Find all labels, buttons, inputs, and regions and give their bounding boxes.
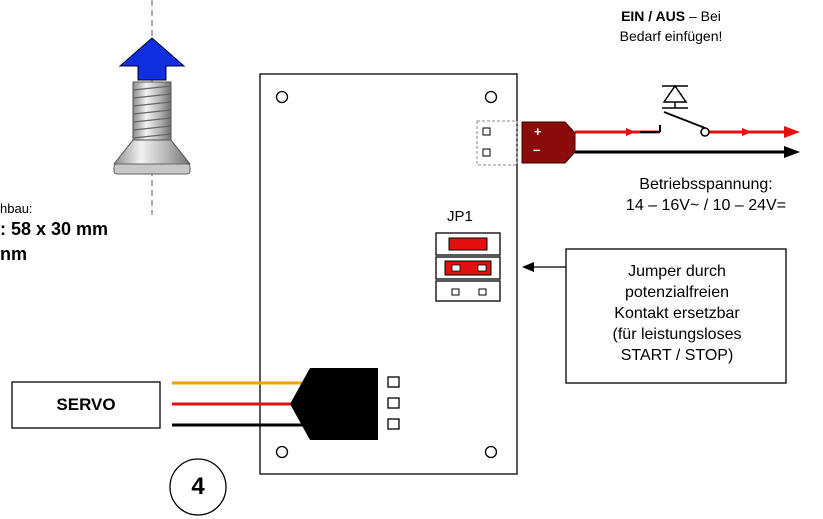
mounting-depth: nm	[0, 244, 27, 264]
step-number: 4	[191, 473, 205, 500]
switch-label: EIN / AUS – Bei Bedarf einfügen!	[596, 6, 746, 46]
jumper-note-line: Kontakt ersetzbar	[614, 305, 740, 322]
jumper-callout-box	[565, 248, 787, 384]
jumper-note: Jumper durch potenzialfreien Kontakt ers…	[572, 261, 782, 366]
servo-wires	[172, 381, 310, 427]
servo-label: SERVO	[56, 395, 116, 414]
on-off-switch	[662, 84, 710, 137]
jumper-note-line: (für leistungsloses	[612, 326, 742, 343]
jumper-note-line: START / STOP)	[620, 347, 734, 364]
power-plus-wire	[575, 125, 800, 138]
supply-label: Betriebsspannung: 14 – 16V~ / 10 – 24V=	[596, 174, 816, 216]
jp1-jumper-block	[435, 232, 501, 302]
step-number-circle	[169, 458, 227, 516]
countersunk-screw	[112, 81, 192, 175]
mounting-dimensions: : 58 x 30 mm	[0, 219, 109, 239]
plus-sign: +	[534, 124, 542, 139]
insert-direction-arrow	[118, 37, 186, 81]
servo-connector	[290, 368, 400, 440]
jumper-note-line: Jumper durch	[628, 263, 726, 280]
power-terminal-pads	[476, 120, 518, 166]
servo-label-box	[11, 381, 161, 429]
switch-title: EIN / AUS	[621, 8, 686, 24]
switch-note: Bedarf einfügen!	[619, 28, 723, 44]
switch-title-rest: – Bei	[685, 8, 721, 24]
minus-sign: –	[533, 142, 541, 157]
power-minus-wire	[575, 146, 800, 158]
supply-title: Betriebsspannung:	[639, 176, 773, 193]
jp1-label: JP1	[447, 208, 473, 225]
power-connector-plug	[521, 121, 576, 164]
jumper-note-line: potenzialfreien	[624, 284, 730, 301]
mounting-caption: hbau:	[0, 201, 33, 216]
jumper-callout-arrow	[522, 262, 566, 272]
supply-voltage: 14 – 16V~ / 10 – 24V=	[625, 197, 787, 214]
mounting-holes	[275, 90, 498, 459]
